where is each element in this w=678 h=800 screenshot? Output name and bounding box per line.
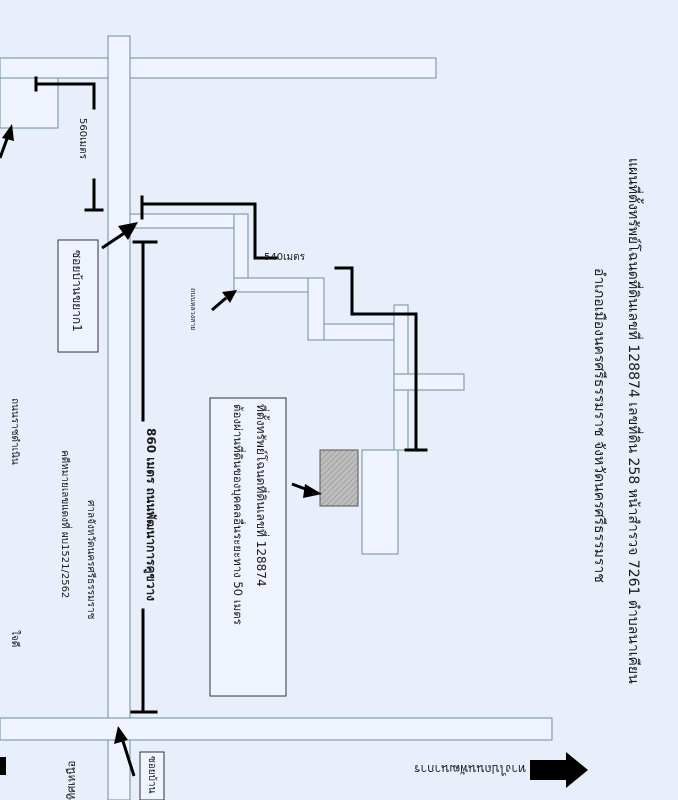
soi-bottom-label: ซอยบ้าน: [146, 756, 157, 794]
arrow-bottom-head: [114, 726, 128, 744]
property-box-line-2: ต้องผ่านที่ดินของบุคคลอื่นระยะทาง 50 เมต…: [231, 404, 245, 625]
soi-segment-3: [233, 277, 309, 293]
small-road-label: ถนนหลวงสาย: [189, 288, 197, 331]
soi-segment-1: [129, 213, 249, 229]
soi-label-box: [57, 239, 99, 353]
court-label-2: คดีหมายเลขแดงที่ ผบ1521/2562: [59, 450, 70, 599]
road-top-stub: [0, 77, 59, 129]
target-parcel: [319, 449, 359, 507]
arrow-bottom-line: [120, 737, 136, 777]
arrow-to-soi-head: [222, 290, 237, 303]
north-arrow-icon: [530, 752, 588, 788]
arrow-to-main-road-head: [118, 222, 138, 240]
arrow-top-left-head: [2, 124, 14, 141]
soi-segment-4: [307, 277, 325, 341]
title-line-1: แผนที่ตั้งทรัพย์โฉนดที่ดินเลขที่ 128874 …: [625, 158, 641, 684]
road-top-horizontal: [0, 57, 437, 79]
pointer-arrows: [0, 124, 322, 777]
soi-crossbar: [393, 373, 465, 391]
distance-540-label: 540เมตร: [264, 252, 305, 263]
soi-box-label: ซอยบ้านขยาก1: [70, 250, 84, 332]
soi-segment-2: [233, 213, 249, 279]
soi-segment-5: [323, 323, 395, 341]
soi-lower-block: [361, 449, 399, 555]
bracket-lower: [334, 266, 428, 452]
arrow-to-soi-line: [211, 296, 227, 312]
title-line-2: อำเภอเมืองนครศรีธรรมราช จังหวัดนครศรีธรร…: [591, 268, 607, 583]
distance-560-label: 560เมตร: [77, 118, 88, 159]
court-label-1: ศาลจังหวัดนครศรีธรรมราช: [85, 500, 96, 620]
bracket-540: [140, 195, 278, 260]
legend-marker: [0, 757, 6, 775]
north-label: ทิศเหนือ: [65, 760, 78, 800]
arrow-top-left-line: [0, 135, 10, 159]
distance-860-label: 860 เมตร ถนนพัฒนาการคูขวาง: [144, 428, 158, 602]
distance-lines: [34, 76, 428, 714]
bracket-560: [34, 76, 104, 212]
bracket-860: [130, 240, 158, 714]
signer-label: ใจดี: [9, 630, 20, 648]
property-info-box: [209, 397, 287, 697]
legend-label: ทางไปถนนพัฒนาการ: [414, 762, 526, 776]
property-box-line-1: ที่ตั้งทรัพย์โฉนดที่ดินเลขที่ 128874: [254, 404, 268, 587]
road-main-vertical: [107, 35, 131, 800]
road-side-label: ถนนราชดำเนิน: [9, 398, 20, 465]
soi-bottom-box: [139, 751, 165, 800]
arrow-to-main-road-line: [101, 230, 127, 250]
road-network: [0, 35, 553, 800]
road-bottom-horizontal: [0, 717, 553, 741]
arrow-to-parcel-head: [303, 484, 322, 498]
